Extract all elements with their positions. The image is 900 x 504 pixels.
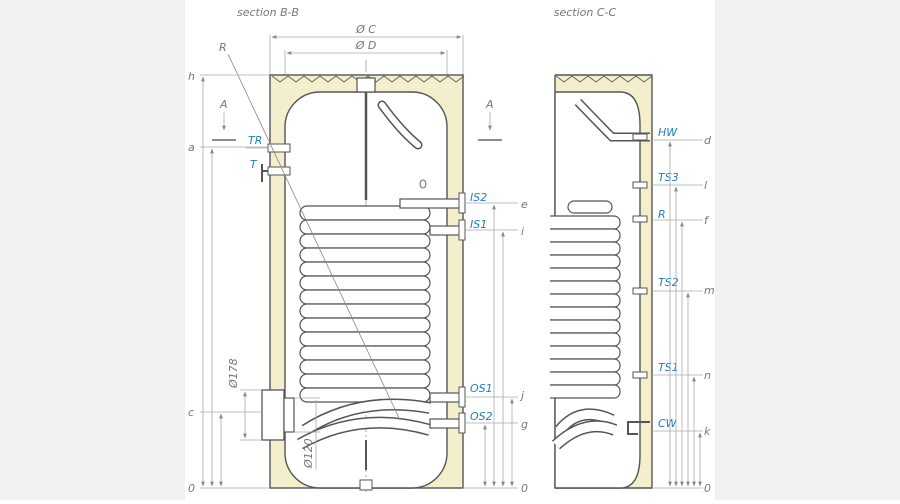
dim-0-right: 0 (704, 482, 711, 495)
port-is2-label: IS2 (470, 191, 487, 204)
dim-h: h (188, 70, 195, 83)
dim-f: f (704, 214, 710, 227)
port-is1-label: IS1 (470, 218, 487, 231)
dim-0-left: 0 (188, 482, 195, 495)
port-ts3-label: TS3 (658, 171, 679, 184)
port-t-label: T (250, 158, 258, 171)
side-flange (261, 389, 285, 441)
flange-dim-178: Ø178 (227, 358, 240, 389)
port-tr-label: TR (248, 134, 262, 147)
section-bb: Ø C Ø D (188, 23, 528, 495)
port-os1-label: OS1 (470, 382, 493, 395)
port-ts2-label: TS2 (658, 276, 679, 289)
port-hw-label: HW (658, 126, 678, 139)
section-marker-right: A (485, 98, 494, 111)
left-band (0, 0, 185, 500)
dim-a: a (188, 141, 195, 154)
dim-0-middle: 0 (521, 482, 528, 495)
dim-d: d (704, 134, 712, 147)
dim-g: g (521, 418, 528, 431)
coil-cc (550, 200, 621, 450)
section-cc-title: section C-C (554, 6, 617, 19)
dim-e: e (521, 198, 528, 211)
dim-n: n (704, 369, 711, 382)
dim-m: m (704, 284, 715, 297)
dim-c: c (188, 406, 194, 419)
flange-dim-120: Ø120 (302, 438, 315, 469)
section-bb-title: section B-B (237, 6, 299, 19)
section-cc: HW TS3 R TS2 TS1 CW d l f m n k 0 (550, 74, 715, 495)
dim-i: i (521, 225, 524, 238)
section-marker-left: A (219, 98, 228, 111)
diameter-c-label: Ø C (355, 23, 376, 36)
port-ts1-label: TS1 (658, 361, 679, 374)
coil-bb (297, 205, 432, 450)
port-r-label: R (658, 208, 666, 221)
port-cw-label: CW (658, 417, 678, 430)
dim-l: l (704, 179, 707, 192)
radius-label: R (219, 41, 227, 54)
right-band (715, 0, 900, 500)
dim-j: j (519, 389, 525, 402)
diameter-d-label: Ø D (355, 39, 377, 52)
dim-k: k (704, 425, 711, 438)
port-os2-label: OS2 (470, 410, 493, 423)
